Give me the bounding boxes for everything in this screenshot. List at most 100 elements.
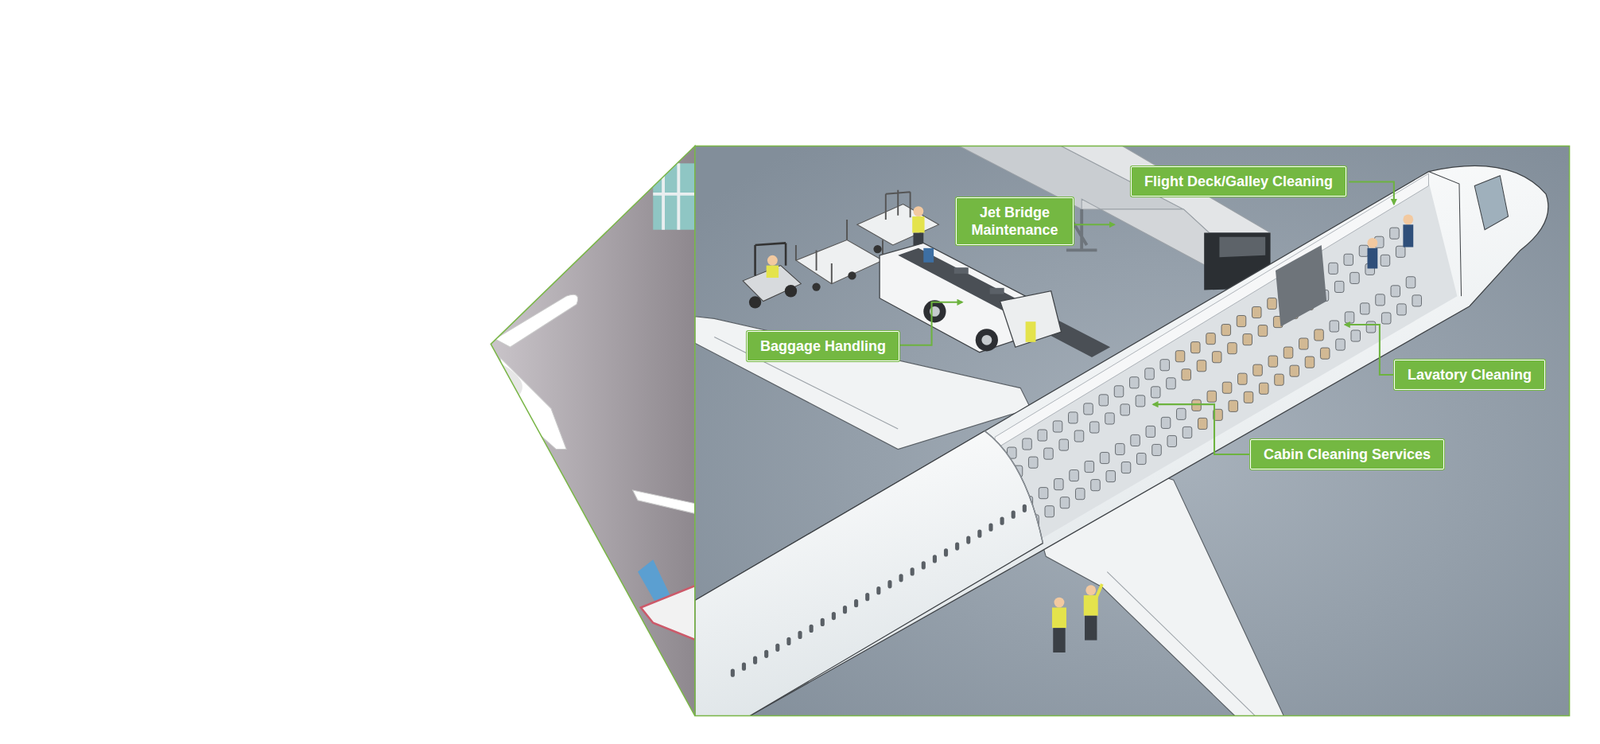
terminal-view (490, 145, 704, 715)
belt-loader (975, 328, 999, 351)
cabin-seat (1044, 447, 1054, 459)
cabin-seat (1343, 253, 1354, 265)
cabin-seat (1052, 420, 1063, 432)
cabin-seat (1335, 338, 1346, 350)
wing-flap-line (714, 336, 898, 428)
cabin-seat (1380, 254, 1391, 266)
fuselage-closed-section (695, 431, 1044, 716)
cabin-seat (1314, 329, 1325, 341)
cabin-seat (1344, 311, 1355, 323)
cabin-seat (1091, 479, 1101, 491)
cabin-seat (1390, 285, 1401, 297)
fuselage-window (764, 649, 769, 658)
cabin-seat (1099, 451, 1110, 463)
ground-crew (1052, 627, 1065, 653)
apron-ground (695, 145, 1570, 715)
callout-label: Flight Deck/Galley Cleaning (1144, 172, 1333, 191)
cabin-seat (1258, 382, 1269, 394)
cabin-seat (1243, 391, 1254, 403)
fuselage-window (831, 611, 836, 620)
cabin-seat (1167, 434, 1177, 447)
wing-flap-line (1106, 571, 1255, 716)
cabin-seat (1350, 271, 1360, 284)
fuselage-window (943, 547, 948, 556)
cabin-seat (1258, 325, 1268, 337)
ground-crew (1095, 583, 1103, 599)
callout-box: Jet Bridge Maintenance (955, 197, 1074, 245)
fuselage-window (977, 528, 982, 537)
cabin-seat (1267, 297, 1278, 309)
cabin-seat (1089, 421, 1100, 433)
cabin-seat (1136, 452, 1146, 464)
fuselage-window (865, 592, 870, 601)
cabin-seat (1304, 356, 1315, 368)
baggage-carts (749, 295, 762, 308)
jet-bridge (1081, 198, 1209, 268)
cabin-seat (1289, 365, 1300, 377)
fuselage-window (786, 636, 791, 645)
fuselage-window (809, 624, 814, 633)
callout-box: Baggage Handling (746, 330, 900, 362)
cabin-seat (1160, 359, 1170, 371)
cabin-seat (1299, 337, 1309, 350)
callout-label: Baggage Handling (760, 337, 886, 355)
leader-line (1348, 181, 1394, 204)
fuselage (695, 165, 1549, 715)
belt-loader (923, 248, 934, 263)
cabin-seat (1106, 470, 1116, 482)
cabin-seat (1251, 306, 1262, 318)
cabin-seat (1412, 295, 1422, 307)
cabin-seat (1083, 403, 1094, 415)
cabin-seat (1130, 376, 1140, 389)
taxiing-plane-wing (633, 489, 705, 516)
ground-crew (1085, 584, 1096, 595)
belt-loader (954, 267, 969, 274)
fuselage-window (730, 667, 735, 676)
baggage-carts (796, 240, 883, 284)
ground-crew (1084, 615, 1097, 641)
cabin-seat (1084, 460, 1095, 472)
baggage-carts (742, 265, 801, 302)
cabin-seat (1115, 442, 1126, 455)
belt-loader (923, 299, 946, 323)
cabin-seat (1395, 245, 1406, 257)
callout-label: Cabin Cleaning Services (1263, 445, 1431, 463)
fuselage-window (854, 598, 859, 607)
cabin-seat (1397, 303, 1407, 315)
scene (490, 145, 1569, 715)
cabin-seat (1120, 403, 1131, 416)
belt-loader (897, 248, 1111, 358)
cabin-seat (1381, 312, 1391, 324)
baggage-carts (912, 205, 924, 217)
fuselage-window (741, 662, 746, 671)
fuselage-window (797, 630, 802, 639)
baggage-carts (766, 265, 779, 278)
apron-scene (695, 145, 1570, 715)
cabin-seat (1211, 351, 1222, 363)
belt-loader (981, 334, 992, 346)
belt-loader (1025, 321, 1037, 342)
panel-border (695, 145, 1570, 715)
fuselage-window (1000, 516, 1005, 525)
cabin-seat (1334, 280, 1344, 292)
cabin-seat (1114, 385, 1124, 397)
cabin-seat (1190, 341, 1200, 354)
fuselage-window (753, 656, 758, 665)
terminal-view (490, 145, 696, 715)
fuselage-window (876, 586, 881, 595)
cabin-seat (1105, 412, 1115, 424)
cabin-seat (1044, 505, 1055, 517)
callout-label: Jet Bridge Maintenance (969, 203, 1061, 239)
crew-member (1366, 248, 1378, 269)
crew-member (1402, 224, 1414, 247)
cabin-seat (1283, 346, 1294, 358)
cabin-seat (1320, 347, 1330, 359)
leader-lines (894, 181, 1394, 455)
cabin-seat (1206, 333, 1216, 345)
baggage-carts (767, 255, 778, 266)
cabin-seat (1175, 350, 1185, 362)
ground-crew (1083, 594, 1099, 616)
cabin-seat (1228, 400, 1239, 412)
cabin-seat (1166, 377, 1177, 389)
